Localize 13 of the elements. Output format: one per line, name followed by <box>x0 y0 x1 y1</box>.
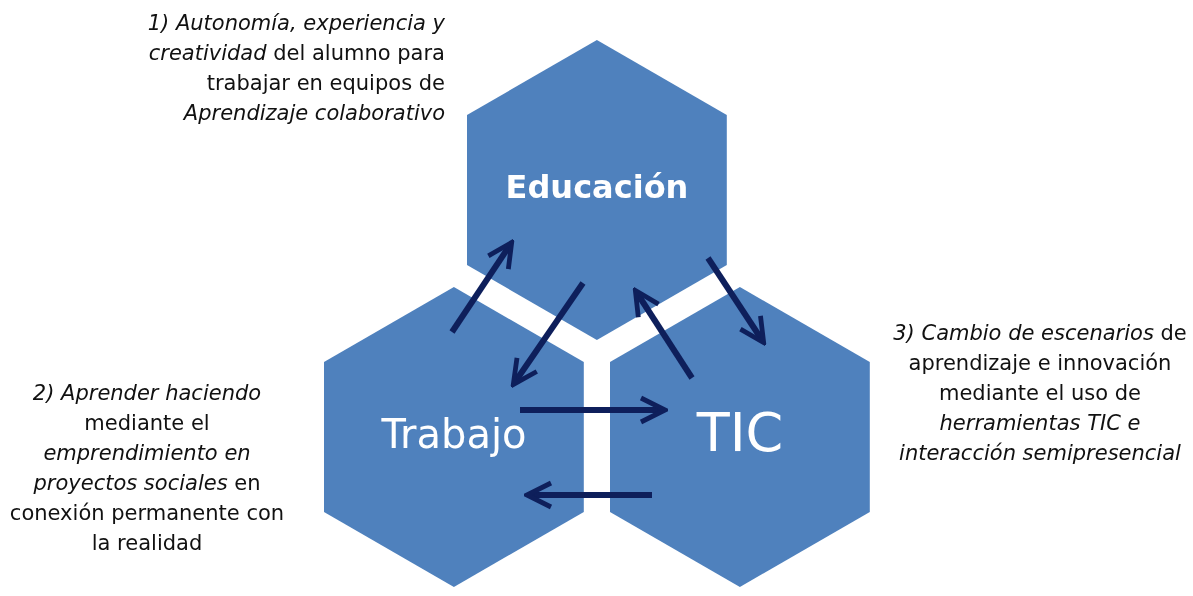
arrow <box>632 288 695 380</box>
node-title: Educación <box>504 168 690 206</box>
hexagon-node <box>610 287 870 587</box>
annotation-text: 1) Autonomía, experiencia y creatividad del alumno para trabajar en equipos de Aprendizaje colaborativo <box>146 10 445 127</box>
hexagon-node <box>467 40 727 340</box>
arrow <box>520 395 668 425</box>
annotation-text: 2) Aprender haciendo mediante el emprendimiento en proyectos sociales en conexión permanente con la realidad <box>8 380 286 557</box>
node-title: TIC <box>695 401 785 464</box>
arrow <box>510 281 586 387</box>
hexagon-node <box>324 287 584 587</box>
node-title: Trabajo <box>380 411 528 457</box>
annotation-text: 3) Cambio de escenarios de aprendizaje e innovación mediante el uso de herramientas TIC e interacción semipresencial <box>892 320 1188 467</box>
arrow <box>449 240 515 334</box>
